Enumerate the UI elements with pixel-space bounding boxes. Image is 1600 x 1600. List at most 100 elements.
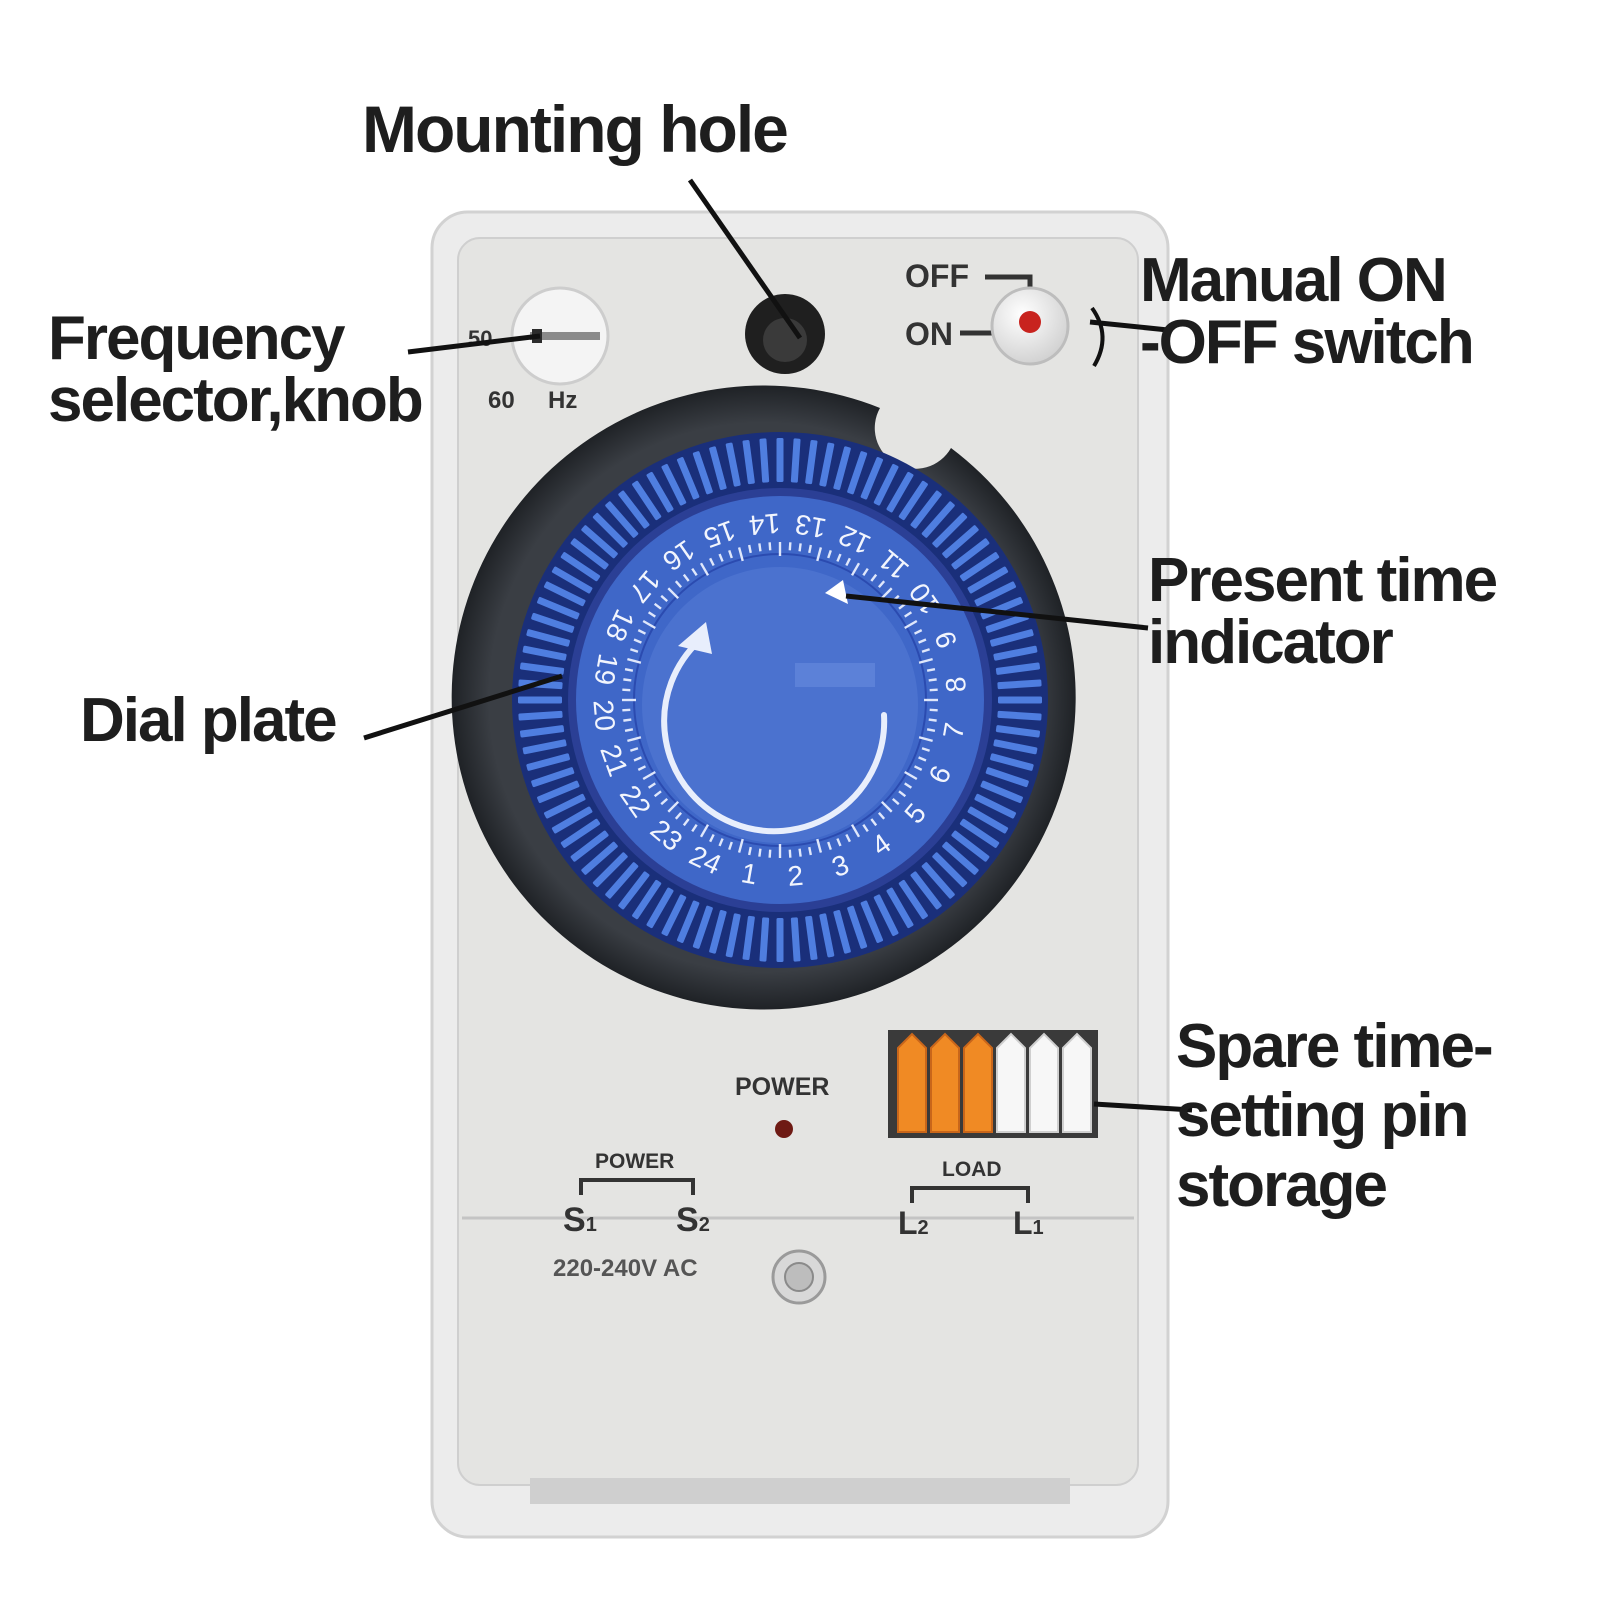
dial-segment[interactable] [860,457,884,500]
dial-segment[interactable] [537,780,580,804]
dial-segment[interactable] [967,806,1009,834]
dial-segment[interactable] [833,446,851,490]
dial-segment[interactable] [993,645,1038,661]
dial-segment[interactable] [522,645,567,661]
dial-segment[interactable] [522,739,567,755]
dial-segment[interactable] [526,629,570,647]
dial-segment[interactable] [570,538,609,570]
dial-segment[interactable] [776,918,784,962]
spare-pin[interactable] [930,1032,960,1133]
dial-segment[interactable] [951,830,990,862]
dial-segment[interactable] [581,525,619,559]
dial-segment[interactable] [997,710,1042,721]
dial-segment[interactable] [518,696,562,704]
dial-segment[interactable] [886,471,914,513]
dial-segment[interactable] [819,913,835,958]
dial-segment[interactable] [618,871,650,910]
dial-segment[interactable] [886,887,914,929]
spare-pin[interactable] [897,1032,927,1133]
dial-segment[interactable] [709,446,727,490]
dial-segment[interactable] [805,915,818,961]
dial-segment[interactable] [759,438,770,483]
dial-segment[interactable] [543,581,586,607]
dial-segment[interactable] [942,525,980,559]
dial-segment[interactable] [932,852,968,888]
dial-segment[interactable] [860,900,884,943]
dial-segment[interactable] [995,725,1041,738]
dial-segment[interactable] [560,552,601,582]
dial-segment[interactable] [921,501,955,539]
spare-pin[interactable] [996,1032,1026,1133]
dial-segment[interactable] [873,894,899,937]
dial-segment[interactable] [581,841,619,875]
dial-segment[interactable] [519,662,565,675]
dial-segment[interactable] [910,871,942,910]
dial-segment[interactable] [518,710,563,721]
dial-segment[interactable] [847,905,868,949]
dial-segment[interactable] [560,818,601,848]
dial-segment[interactable] [833,910,851,954]
spare-pin[interactable] [1062,1032,1092,1133]
dial-segment[interactable] [661,894,687,937]
dial-segment[interactable] [570,830,609,862]
dial-segment[interactable] [790,917,801,962]
dial-segment[interactable] [551,566,593,594]
dial-segment[interactable] [632,879,662,920]
dial-segment[interactable] [551,806,593,834]
dial-segment[interactable] [646,471,674,513]
dial-segment[interactable] [526,753,570,771]
dial-segment[interactable] [951,538,990,570]
dial-segment[interactable] [709,910,727,954]
dial-segment[interactable] [661,463,687,506]
dial-segment[interactable] [531,767,575,788]
dial-segment[interactable] [997,679,1042,690]
dial-segment[interactable] [959,818,1000,848]
dial-segment[interactable] [592,852,628,888]
dial-segment[interactable] [942,841,980,875]
dial-segment[interactable] [692,451,713,495]
dial-segment[interactable] [932,512,968,548]
dial-segment[interactable] [776,438,784,482]
dial-segment[interactable] [676,457,700,500]
dial-segment[interactable] [519,725,565,738]
dial-segment[interactable] [725,442,741,487]
dial-segment[interactable] [980,780,1023,804]
dial-segment[interactable] [959,552,1000,582]
dial-segment[interactable] [898,879,928,920]
dial-segment[interactable] [592,512,628,548]
dial-segment[interactable] [990,753,1034,771]
dial-segment[interactable] [676,900,700,943]
dial-segment[interactable] [998,696,1042,704]
dial-segment[interactable] [805,439,818,485]
dial-segment[interactable] [993,739,1038,755]
dial-segment[interactable] [921,862,955,900]
dial-segment[interactable] [725,913,741,958]
dial-segment[interactable] [618,490,650,529]
dial-segment[interactable] [531,612,575,633]
dial-segment[interactable] [790,438,801,483]
dial-segment[interactable] [873,463,899,506]
dial-segment[interactable] [692,905,713,949]
dial-segment[interactable] [537,596,580,620]
dial-segment[interactable] [995,662,1041,675]
dial-segment[interactable] [910,490,942,529]
dial-segment[interactable] [898,480,928,521]
dial-segment[interactable] [632,480,662,521]
dial-segment[interactable] [605,501,639,539]
dial-segment[interactable] [990,629,1034,647]
dial-segment[interactable] [985,612,1029,633]
dial-segment[interactable] [985,767,1029,788]
dial-segment[interactable] [819,442,835,487]
dial-segment[interactable] [543,793,586,819]
dial-segment[interactable] [759,917,770,962]
dial-segment[interactable] [742,439,755,485]
dial-segment[interactable] [605,862,639,900]
dial-segment[interactable] [847,451,868,495]
spare-pin[interactable] [963,1032,993,1133]
dial-segment[interactable] [646,887,674,929]
spare-pin[interactable] [1029,1032,1059,1133]
dial-segment[interactable] [742,915,755,961]
dial-segment[interactable] [967,566,1009,594]
dial-segment[interactable] [974,581,1017,607]
dial-segment[interactable] [974,793,1017,819]
